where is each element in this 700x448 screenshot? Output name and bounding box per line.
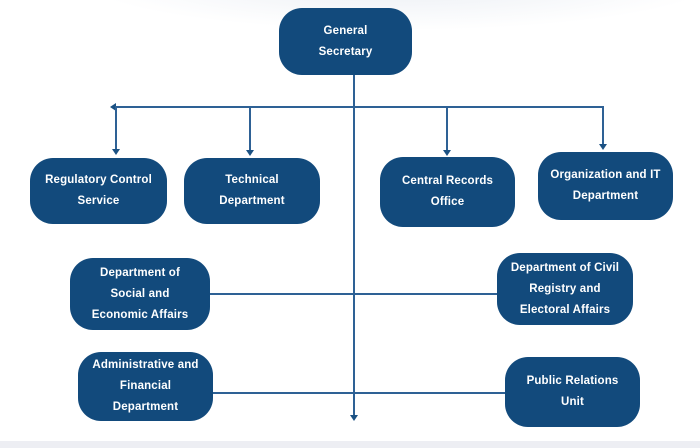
connector-drop-organization-it [602, 106, 604, 144]
org-node-central-records-office: Central Records Office [380, 157, 515, 227]
org-node-general-secretary: General Secretary [279, 8, 412, 75]
org-node-social-economic-affairs: Department of Social and Economic Affair… [70, 258, 210, 330]
connector-row3-horizontal [210, 293, 497, 295]
connector-top-horizontal [116, 106, 604, 108]
org-node-label: Administrative and Financial Department [92, 359, 199, 413]
org-node-technical-department: Technical Department [184, 158, 320, 224]
org-node-public-relations-unit: Public Relations Unit [505, 357, 640, 427]
org-node-label: Department of Civil Registry and Elector… [510, 261, 620, 316]
connector-center-vertical [353, 75, 355, 415]
org-node-administrative-financial-department: Administrative and Financial Department [78, 352, 213, 421]
arrow-down-icon [246, 150, 254, 156]
org-node-label: Department of Social and Economic Affair… [91, 266, 189, 321]
connector-row4-horizontal [213, 392, 505, 394]
connector-drop-central-records [446, 106, 448, 150]
arrow-left-icon [110, 103, 116, 111]
org-node-label: Technical Department [219, 174, 285, 207]
connector-drop-technical [249, 106, 251, 150]
org-node-label: General Secretary [318, 24, 373, 58]
org-node-label: Central Records Office [401, 175, 494, 208]
arrow-down-icon [112, 149, 120, 155]
footer-strip [0, 441, 700, 448]
org-node-regulatory-control-service: Regulatory Control Service [30, 158, 167, 224]
org-node-label: Organization and IT Department [550, 169, 661, 202]
arrow-down-icon [443, 150, 451, 156]
connector-drop-regulatory [115, 106, 117, 149]
org-node-label: Public Relations Unit [526, 375, 619, 408]
org-node-organization-it-department: Organization and IT Department [538, 152, 673, 220]
org-node-civil-registry-electoral-affairs: Department of Civil Registry and Elector… [497, 253, 633, 325]
arrow-down-icon [350, 415, 358, 421]
org-node-label: Regulatory Control Service [45, 174, 152, 207]
arrow-down-icon [599, 144, 607, 150]
